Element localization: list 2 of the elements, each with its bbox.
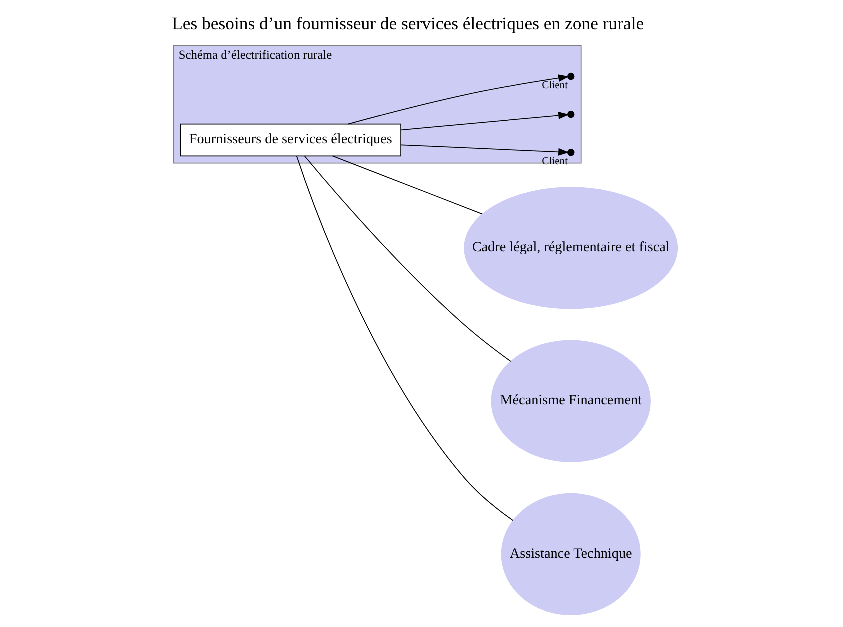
node-label: Client — [542, 80, 568, 92]
diagram-title: Les besoins d’un fournisseur de services électriques en zone rurale — [172, 14, 644, 34]
